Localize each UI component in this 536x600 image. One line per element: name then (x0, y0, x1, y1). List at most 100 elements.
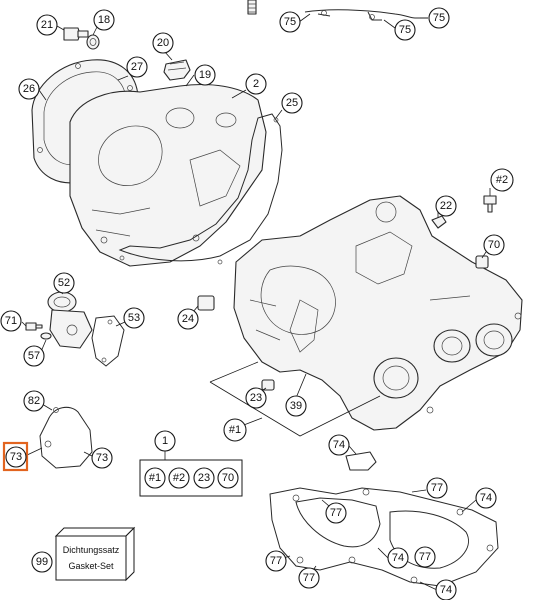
callout-l53[interactable]: 53 (123, 307, 145, 329)
callout-circle (31, 551, 53, 573)
callout-circle (387, 547, 409, 569)
callout-circle (298, 567, 320, 589)
callout-l21[interactable]: 21 (36, 14, 58, 36)
callout-l19[interactable]: 19 (194, 64, 216, 86)
callout-l77d[interactable]: 77 (414, 546, 436, 568)
callout-l74b[interactable]: 74 (475, 487, 497, 509)
callout-l75c[interactable]: 75 (428, 7, 450, 29)
callout-number: 75 (433, 12, 445, 24)
kit-item[interactable]: 70 (217, 467, 239, 489)
callout-circle (194, 64, 216, 86)
callout-l75b[interactable]: 75 (394, 19, 416, 41)
callout-l74d[interactable]: 74 (435, 579, 457, 600)
callout-circle (435, 195, 457, 217)
callout-l20[interactable]: 20 (152, 32, 174, 54)
callout-number: 57 (28, 350, 40, 362)
cable-clip-part (345, 451, 377, 471)
callout-lh2[interactable]: #2 (490, 168, 514, 192)
callout-circle (123, 307, 145, 329)
callout-circle (0, 310, 22, 332)
callout-number: 2 (253, 78, 259, 90)
callout-l39[interactable]: 39 (285, 395, 307, 417)
callout-number: #1 (229, 424, 241, 436)
callout-l74a[interactable]: 74 (328, 434, 350, 456)
callout-number: 77 (431, 482, 443, 494)
callout-l77a[interactable]: 77 (426, 477, 448, 499)
callout-number: 73 (96, 452, 108, 464)
callout-l18[interactable]: 18 (93, 9, 115, 31)
callout-number: 1 (162, 435, 168, 447)
gasket-set-box: Dichtungssatz Gasket-Set (54, 526, 136, 582)
callout-circle (483, 234, 505, 256)
callout-l23[interactable]: 23 (245, 387, 267, 409)
callout-number: 74 (392, 552, 404, 564)
callout-circle (279, 11, 301, 33)
callout-number: 25 (286, 97, 298, 109)
callout-number: 39 (290, 400, 302, 412)
callout-number: 77 (330, 507, 342, 519)
callout-l82[interactable]: 82 (23, 390, 45, 412)
right-crankcase-part (233, 195, 523, 431)
callout-lh1[interactable]: #1 (223, 418, 247, 442)
kit-item-number: #1 (149, 472, 161, 484)
kit-item[interactable]: 23 (193, 467, 215, 489)
callout-l77c[interactable]: 77 (265, 550, 287, 572)
callout-l52[interactable]: 52 (53, 272, 75, 294)
callout-l77b[interactable]: 77 (325, 502, 347, 524)
callout-l2[interactable]: 2 (245, 73, 267, 95)
callout-l57[interactable]: 57 (23, 345, 45, 367)
dowel-sleeve-part (475, 255, 489, 269)
callout-circle (91, 447, 113, 469)
callout-l73b[interactable]: 73 (91, 447, 113, 469)
pump-screw-part (25, 322, 43, 331)
gasket-set-line2: Gasket-Set (68, 561, 114, 571)
water-pump-gasket-part (91, 315, 125, 367)
callout-number: 77 (303, 572, 315, 584)
callout-circle (490, 168, 514, 192)
callout-circle (23, 345, 45, 367)
callout-l24[interactable]: 24 (177, 308, 199, 330)
callout-l74c[interactable]: 74 (387, 547, 409, 569)
kit-item-circle (217, 467, 239, 489)
dowel-screw-part (483, 195, 497, 213)
callout-l70[interactable]: 70 (483, 234, 505, 256)
callout-number: 74 (333, 439, 345, 451)
left-crankcase-part (69, 84, 267, 267)
callout-number: 23 (250, 392, 262, 404)
callout-number: #2 (496, 174, 508, 186)
kit-item-number: #2 (173, 472, 185, 484)
kit-item[interactable]: #2 (168, 467, 190, 489)
callout-circle (5, 446, 27, 468)
callout-number: 71 (5, 315, 17, 327)
callout-circle (435, 579, 457, 600)
callout-circle (325, 502, 347, 524)
callout-l1[interactable]: 1 (154, 430, 176, 452)
callout-circle (126, 56, 148, 78)
drain-plug-part (63, 27, 89, 41)
callout-circle (36, 14, 58, 36)
callout-number: 24 (182, 313, 194, 325)
kit-item-circle (144, 467, 166, 489)
callout-l73a[interactable]: 73 (5, 446, 27, 468)
callout-number: 26 (23, 83, 35, 95)
callout-number: 52 (58, 277, 70, 289)
callout-number: 99 (36, 556, 48, 568)
callout-l71[interactable]: 71 (0, 310, 22, 332)
kit-item[interactable]: #1 (144, 467, 166, 489)
callout-number: 22 (440, 200, 452, 212)
callout-l99[interactable]: 99 (31, 551, 53, 573)
callout-l75a[interactable]: 75 (279, 11, 301, 33)
callout-l26[interactable]: 26 (18, 78, 40, 100)
callout-circle (426, 477, 448, 499)
callout-number: 75 (284, 16, 296, 28)
bearing-sleeve-part (197, 295, 215, 311)
kit-item-number: 70 (222, 472, 234, 484)
callout-l27[interactable]: 27 (126, 56, 148, 78)
callout-l25[interactable]: 25 (281, 92, 303, 114)
callout-number: 74 (480, 492, 492, 504)
callout-circle (223, 418, 247, 442)
callout-l22[interactable]: 22 (435, 195, 457, 217)
callout-circle (428, 7, 450, 29)
callout-l77e[interactable]: 77 (298, 567, 320, 589)
